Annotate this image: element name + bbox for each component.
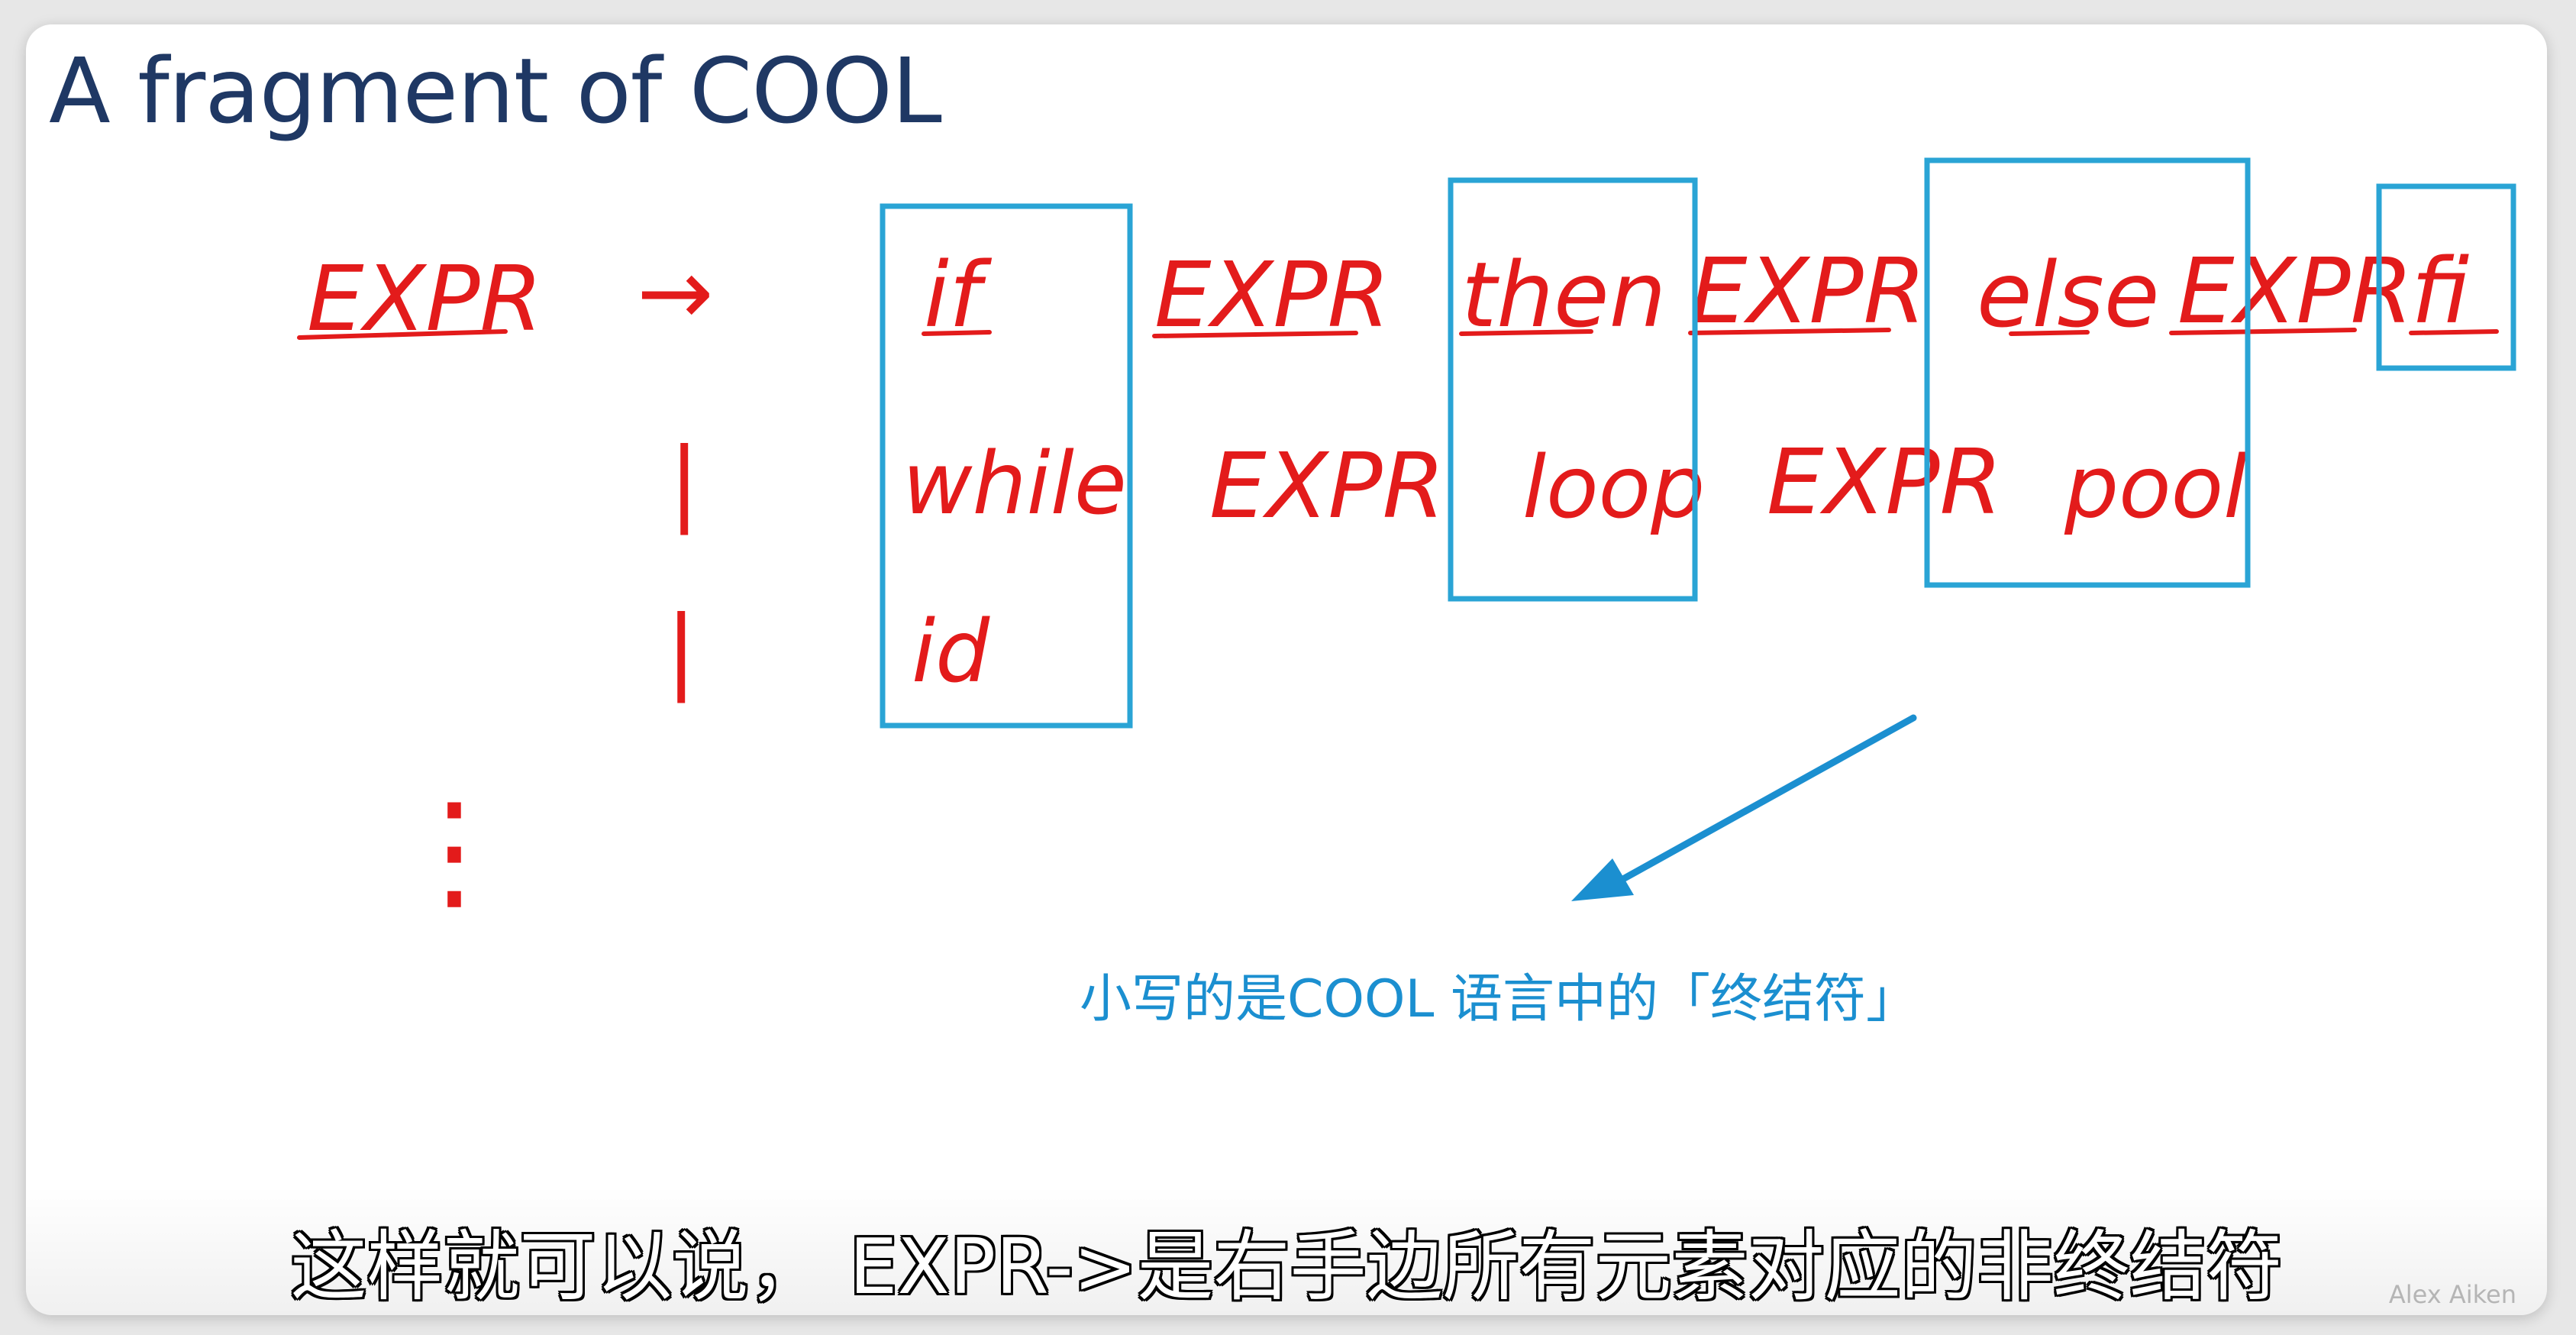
annotation-arrowhead-icon bbox=[1571, 858, 1634, 901]
nonterminal-expr-2: EXPR bbox=[1690, 238, 1926, 344]
handwritten-grammar: EXPR → if EXPR then EXPR else EXPR fi | … bbox=[297, 157, 2516, 926]
author-watermark: Alex Aiken bbox=[2388, 1280, 2516, 1309]
terminal-else: else bbox=[1977, 242, 2159, 347]
nonterminal-expr-4: EXPR bbox=[1209, 433, 1445, 538]
else-underline bbox=[2009, 330, 2090, 336]
lhs-underline bbox=[297, 329, 508, 340]
slide-title: A fragment of COOL bbox=[49, 38, 942, 144]
if-underline bbox=[922, 330, 992, 336]
terminal-pool: pool bbox=[2064, 438, 2247, 538]
annotation-arrow-shaft bbox=[1618, 714, 1917, 884]
alt-bar-1: | bbox=[669, 429, 699, 535]
terminal-annotation: 小写的是COOL 语言中的「终结符」 bbox=[1080, 969, 1919, 1030]
terminal-loop: loop bbox=[1522, 438, 1705, 538]
continuation-dots: ⋮ bbox=[389, 775, 519, 926]
highlight-box-fi bbox=[2376, 183, 2516, 371]
expr1-underline bbox=[1152, 331, 1358, 338]
nonterminal-expr-1: EXPR bbox=[1154, 242, 1390, 347]
terminal-id: id bbox=[912, 603, 990, 702]
then-underline bbox=[1459, 329, 1593, 336]
video-subtitle: 这样就可以说， EXPR->是右手边所有元素对应的非终结符 bbox=[290, 1222, 2283, 1311]
highlight-box-then-loop bbox=[1448, 177, 1698, 602]
alt-bar-2: | bbox=[666, 597, 696, 703]
frame-bottom-shade bbox=[26, 1185, 2547, 1315]
highlight-box-else-pool bbox=[1924, 157, 2251, 588]
fi-underline bbox=[2409, 329, 2499, 335]
production-arrow: → bbox=[637, 240, 714, 346]
nonterminal-expr-5: EXPR bbox=[1767, 429, 2003, 535]
video-frame: A fragment of COOL EXPR → if EXPR then E… bbox=[26, 24, 2547, 1315]
highlight-box-if-while-id bbox=[880, 203, 1133, 729]
terminal-fi: fi bbox=[2411, 238, 2469, 344]
expr2-underline bbox=[1688, 328, 1891, 335]
terminal-while: while bbox=[902, 435, 1127, 534]
nonterminal-expr-3: EXPR bbox=[2177, 238, 2413, 344]
expr3-underline bbox=[2169, 328, 2357, 335]
